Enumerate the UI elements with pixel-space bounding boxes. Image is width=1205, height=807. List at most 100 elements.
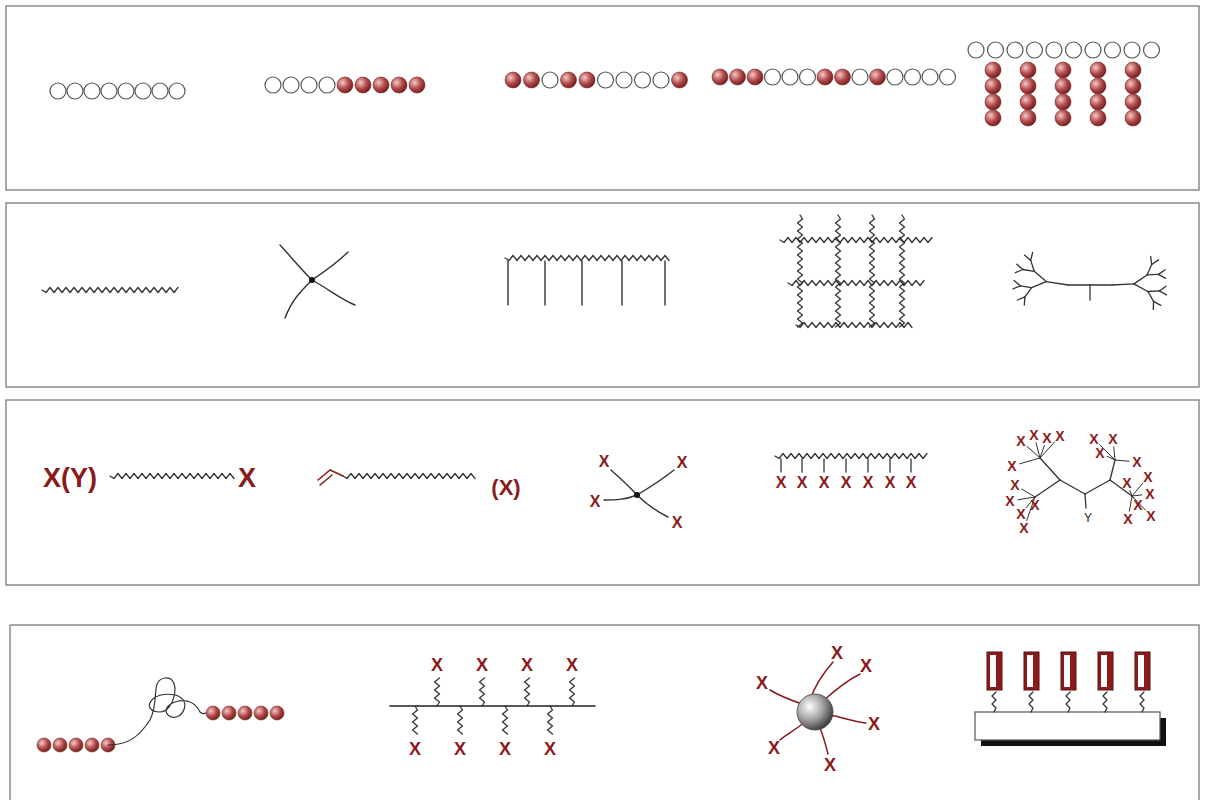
bond-line xyxy=(664,261,665,305)
bond-line xyxy=(1115,460,1129,461)
bond-line xyxy=(1085,480,1110,494)
bond-line xyxy=(1024,297,1026,305)
end-group-label: X xyxy=(238,465,256,492)
monomer-red xyxy=(254,706,268,720)
monomer-red xyxy=(1020,94,1036,110)
monomer-open xyxy=(1085,42,1101,58)
monomer-red xyxy=(222,706,236,720)
core-dot xyxy=(634,492,640,498)
monomer-open xyxy=(283,77,299,93)
monomer-open xyxy=(152,83,168,99)
end-group-label: X xyxy=(1108,432,1117,446)
bond-line xyxy=(390,705,595,707)
bond-line xyxy=(1114,447,1115,460)
end-group-label: X xyxy=(860,657,872,675)
monomer-red xyxy=(524,72,540,88)
bond-line xyxy=(1020,458,1040,464)
end-group-label: X xyxy=(1089,432,1098,446)
polymer-chain xyxy=(1140,692,1144,712)
end-group-label: X xyxy=(454,740,466,758)
bond-line xyxy=(1015,269,1023,272)
monomer-open xyxy=(968,42,984,58)
end-group-label: X xyxy=(544,740,556,758)
panel-frame xyxy=(6,203,1199,387)
bond-line xyxy=(1152,260,1159,265)
anchored-block xyxy=(1098,652,1113,690)
monomer-open xyxy=(542,72,558,88)
monomer-red xyxy=(206,706,220,720)
bond-line xyxy=(1025,288,1032,297)
block-highlight xyxy=(1064,655,1070,687)
monomer-red xyxy=(561,72,577,88)
monomer-red xyxy=(1125,78,1141,94)
structure-group xyxy=(37,42,1166,754)
end-group-label: X xyxy=(756,674,768,692)
end-group-label: X xyxy=(1123,512,1132,526)
monomer-red xyxy=(985,110,1001,126)
chain-path xyxy=(285,280,312,318)
chain-path xyxy=(820,728,828,754)
bond-line xyxy=(1035,480,1060,497)
polymer-chain xyxy=(796,323,912,328)
chain-path xyxy=(312,280,355,305)
monomer-red xyxy=(730,69,746,85)
monomer-red xyxy=(1055,62,1071,78)
end-group-label: X(Y) xyxy=(43,465,97,492)
bond-line xyxy=(621,261,622,305)
polymer-chain xyxy=(42,288,178,293)
monomer-red xyxy=(53,738,67,752)
end-group-label: X xyxy=(1055,429,1064,443)
end-group-label: X xyxy=(499,740,511,758)
bond-line xyxy=(1147,274,1158,276)
polymer-chain xyxy=(1103,692,1107,712)
panel-frame xyxy=(9,625,11,800)
end-group-label: X xyxy=(672,515,683,531)
bond-line xyxy=(845,459,846,472)
monomer-red xyxy=(1090,78,1106,94)
bond-line xyxy=(1134,275,1147,284)
anchored-block xyxy=(1135,652,1150,690)
monomer-red xyxy=(985,62,1001,78)
end-group-label: X xyxy=(1143,470,1152,484)
bond-line xyxy=(1020,286,1031,288)
end-group-label: X xyxy=(906,475,917,491)
bond-line xyxy=(544,261,545,305)
monomer-red xyxy=(1090,110,1106,126)
bond-line xyxy=(867,459,868,472)
polymer-chain xyxy=(343,474,475,479)
monomer-open xyxy=(940,69,956,85)
bond-line xyxy=(910,459,911,472)
end-group-label: X xyxy=(1133,498,1142,512)
bond-line xyxy=(1017,297,1025,300)
bond-line xyxy=(1031,260,1035,271)
monomer-open xyxy=(598,72,614,88)
polymer-chain xyxy=(435,678,440,706)
bond-line xyxy=(1031,252,1033,260)
end-group-label: X xyxy=(1132,455,1141,469)
end-group-label: (X) xyxy=(491,477,520,499)
bond-line xyxy=(1014,281,1020,286)
bond-line xyxy=(823,459,824,472)
monomer-red xyxy=(69,738,83,752)
monomer-open xyxy=(169,83,185,99)
polymer-chain xyxy=(1066,692,1070,712)
monomer-red xyxy=(391,77,407,93)
monomer-red xyxy=(85,738,99,752)
chain-path xyxy=(611,470,637,495)
bond-line xyxy=(1036,443,1040,458)
monomer-red xyxy=(1125,110,1141,126)
end-group-label: X xyxy=(590,494,601,510)
block-highlight xyxy=(1138,655,1144,687)
bond-line xyxy=(1085,494,1086,508)
monomer-red xyxy=(270,706,284,720)
chain-path xyxy=(280,245,312,280)
bond-line xyxy=(1040,458,1060,480)
monomer-red xyxy=(1020,62,1036,78)
bond-line xyxy=(581,261,582,305)
bond-line xyxy=(1159,291,1166,295)
bond-line xyxy=(1024,255,1030,260)
monomer-red xyxy=(37,738,51,752)
end-group-label: X xyxy=(1145,487,1154,501)
end-group-label: X xyxy=(831,644,843,662)
